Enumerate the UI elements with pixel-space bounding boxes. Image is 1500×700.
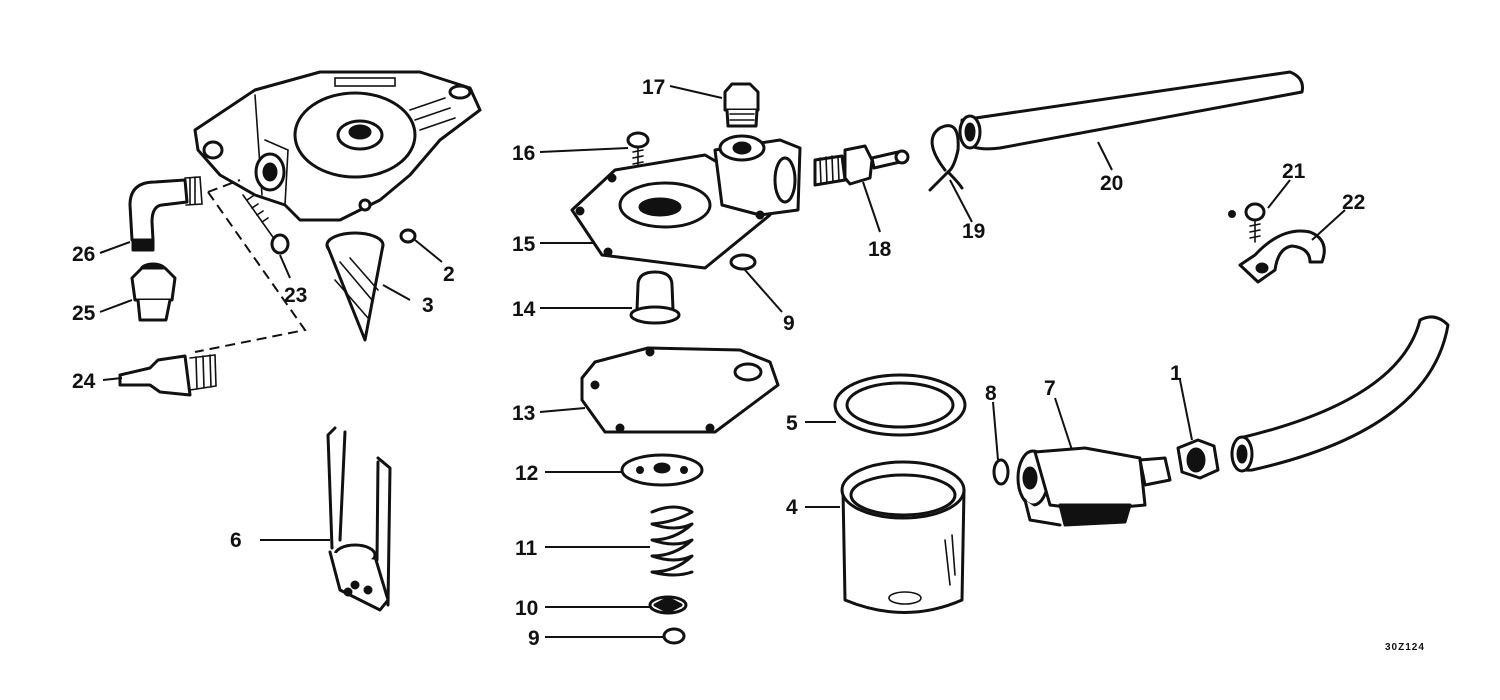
part-21-screw — [1244, 202, 1266, 243]
part-15-cover-plate — [570, 134, 802, 270]
callout-4: 4 — [786, 496, 798, 519]
callout-8: 8 — [985, 382, 997, 405]
callout-16: 16 — [512, 142, 535, 165]
part-8-o-ring — [992, 458, 1010, 486]
part-16-screw — [626, 131, 650, 171]
callout-labels: 1 2 3 4 5 6 7 8 9 9 10 11 12 13 14 15 16… — [72, 76, 1425, 653]
callout-5: 5 — [786, 412, 798, 435]
part-19-hose-clip — [928, 124, 964, 192]
callout-13: 13 — [512, 402, 535, 425]
callout-24: 24 — [72, 370, 96, 393]
part-6-bail-clamp — [326, 426, 392, 612]
part-12-diaphragm-disc — [620, 453, 704, 487]
callout-17: 17 — [642, 76, 665, 99]
part-13-gasket — [580, 346, 780, 434]
callout-14: 14 — [512, 298, 536, 321]
part-11-spring — [650, 505, 694, 577]
part-3-cone-filter — [325, 231, 385, 342]
leader-lines — [99, 85, 1346, 638]
part-9-washer-lower — [662, 627, 686, 645]
callout-12: 12 — [515, 462, 538, 485]
pump-body — [193, 70, 482, 222]
callout-2: 2 — [443, 263, 455, 286]
reference-dot — [1228, 210, 1236, 218]
part-2-ring — [399, 228, 417, 244]
part-10-retainer — [648, 595, 688, 615]
callout-18: 18 — [868, 238, 892, 261]
callout-25: 25 — [72, 302, 96, 325]
callout-19: 19 — [962, 220, 985, 243]
part-5-seal-ring — [833, 373, 967, 437]
callout-7: 7 — [1044, 377, 1056, 400]
callout-3: 3 — [422, 294, 434, 317]
part-18-fitting — [813, 144, 910, 187]
callout-10: 10 — [515, 597, 538, 620]
fuel-hose-lower — [1230, 315, 1450, 473]
callout-21: 21 — [1282, 160, 1306, 183]
callout-9-lower: 9 — [528, 627, 540, 650]
part-7-shutoff-valve — [1016, 446, 1172, 527]
part-24-connector — [118, 354, 217, 397]
part-26-elbow-fitting — [128, 176, 203, 252]
part-17-plug — [723, 82, 760, 128]
part-1-nut — [1176, 438, 1220, 480]
part-22-hose-clamp — [1238, 229, 1326, 284]
phantom-line-left — [194, 179, 307, 353]
figure-code: 30Z124 — [1385, 642, 1425, 653]
callout-22: 22 — [1342, 191, 1365, 214]
callout-1: 1 — [1170, 362, 1182, 385]
callout-26: 26 — [72, 243, 95, 266]
callout-20: 20 — [1100, 172, 1123, 195]
callout-15: 15 — [512, 233, 536, 256]
part-20-fuel-hose-upper — [958, 70, 1304, 151]
callout-6: 6 — [230, 529, 242, 552]
part-23-screw — [242, 194, 290, 255]
callout-11: 11 — [515, 537, 538, 560]
callout-23: 23 — [284, 284, 307, 307]
part-25-cap-nut — [130, 262, 177, 322]
part-14-cap — [629, 270, 681, 325]
callout-9-upper: 9 — [783, 312, 795, 335]
part-4-sediment-bowl — [840, 460, 966, 614]
part-9-washer-upper — [729, 253, 757, 271]
